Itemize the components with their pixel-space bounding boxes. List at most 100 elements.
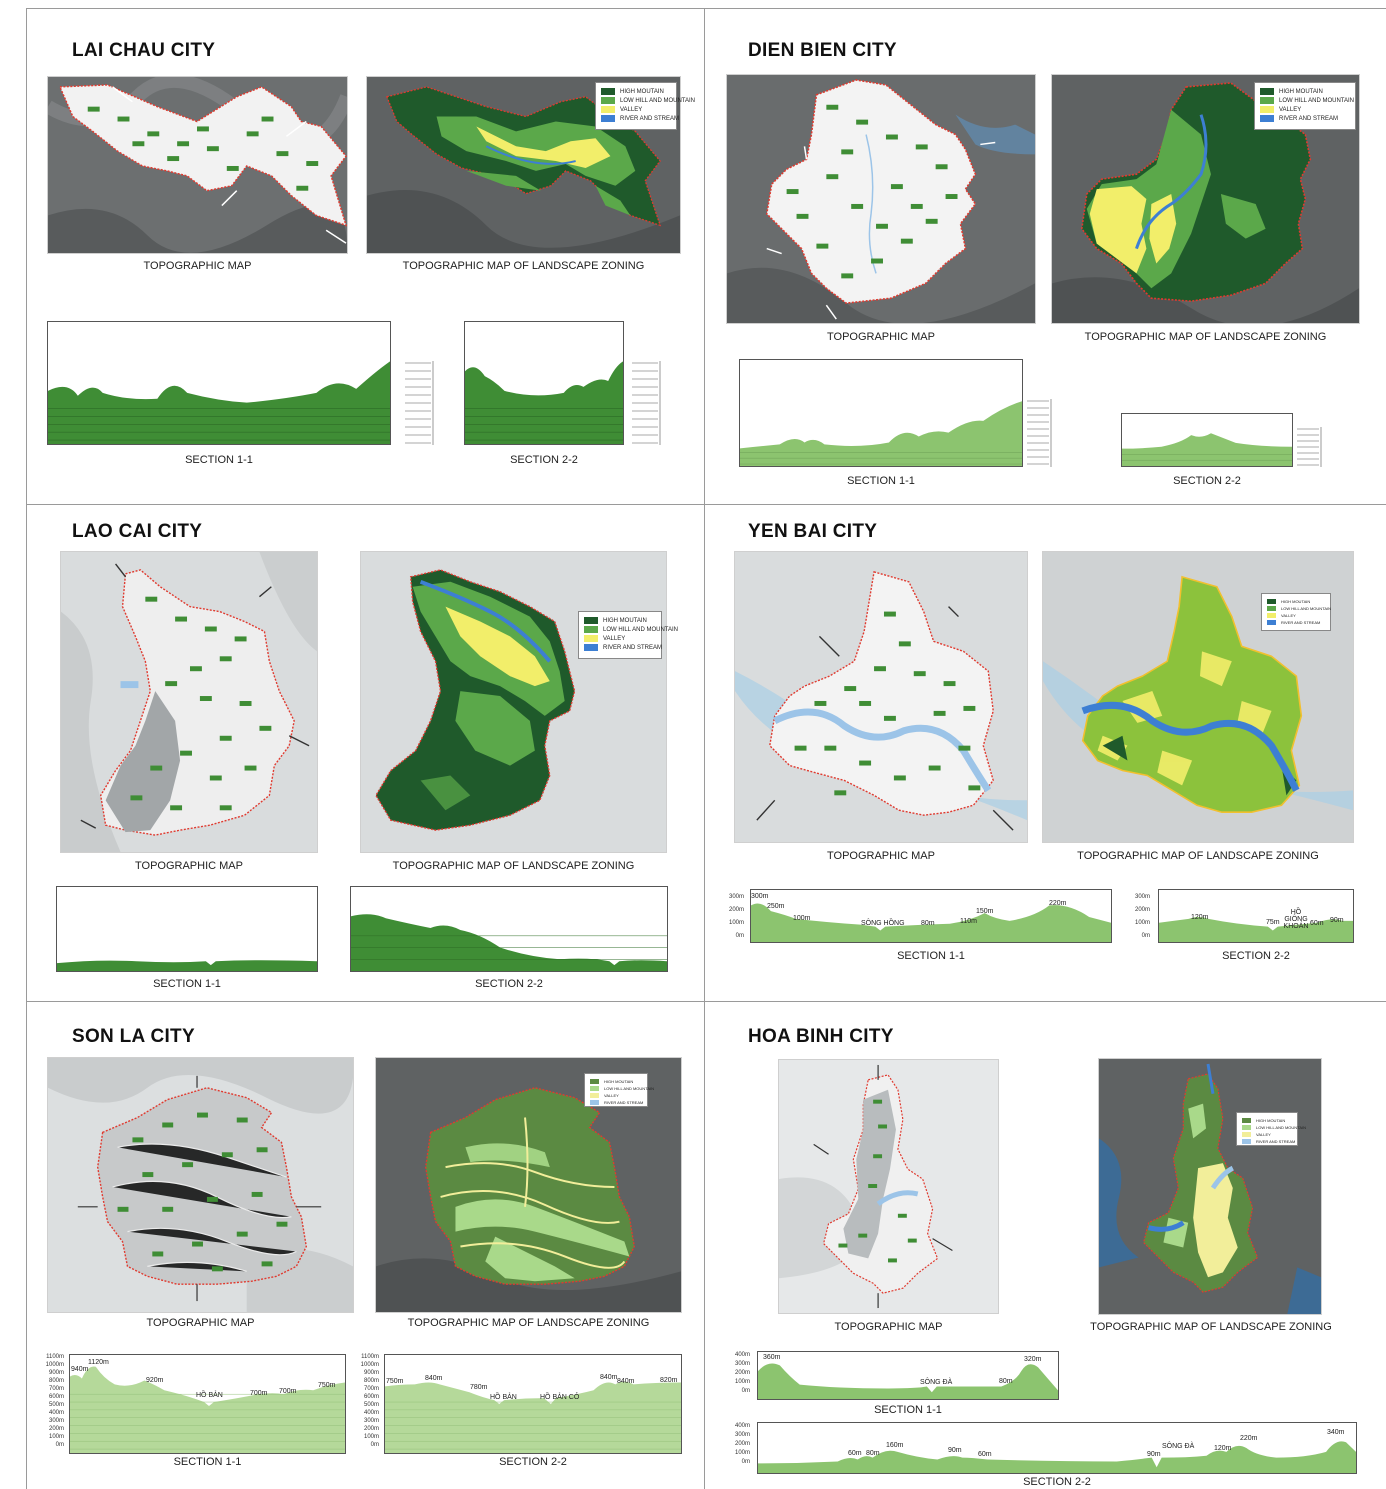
hoa-binh-landscape-zoning-map — [1098, 1058, 1322, 1315]
yen-bai-section-1-1 — [750, 889, 1112, 943]
son-la-section-2-caption: SECTION 2-2 — [499, 1456, 567, 1468]
yen-bai-topographic-caption: TOPOGRAPHIC MAP — [827, 850, 935, 862]
section-label: 700m — [250, 1390, 268, 1397]
lai-chau-section-1-1 — [47, 321, 391, 445]
vertical-divider — [704, 8, 705, 1489]
hoa-binh-topographic-map — [778, 1059, 999, 1314]
legend-item-high-mountain: HIGH MOUTAIN — [1267, 599, 1325, 604]
section-label: 110m — [960, 918, 977, 925]
dien-bien-zoning-caption: TOPOGRAPHIC MAP OF LANDSCAPE ZONING — [1084, 331, 1327, 343]
section-label: 750m — [318, 1382, 336, 1389]
section-label: 100m — [793, 915, 811, 922]
legend-item-low-hill: LOW HILL AND MOUNTAIN — [1242, 1125, 1306, 1130]
section-label: 700m — [279, 1388, 297, 1395]
legend-item-high-mountain: HIGH MOUTAIN — [584, 617, 656, 624]
yen-bai-zoning-caption: TOPOGRAPHIC MAP OF LANDSCAPE ZONING — [1077, 850, 1319, 862]
lai-chau-zoning-caption: TOPOGRAPHIC MAP OF LANDSCAPE ZONING — [402, 260, 645, 272]
legend-item-valley: VALLEY — [590, 1093, 642, 1098]
section-label: 220m — [1240, 1435, 1258, 1442]
lai-chau-section-1-scale — [405, 361, 441, 445]
section-label: 820m — [660, 1377, 678, 1384]
legend-item-high-mountain: HIGH MOUTAIN — [1260, 88, 1350, 95]
yen-bai-zoning-legend: HIGH MOUTAIN LOW HILL AND MOUNTAIN VALLE… — [1261, 593, 1331, 631]
legend-item-river: RIVER AND STREAM — [601, 115, 679, 122]
lai-chau-section-2-scale — [632, 361, 668, 445]
lai-chau-section-2-caption: SECTION 2-2 — [510, 454, 578, 466]
son-la-section-2-scale: 1100m 1000m 900m 800m 700m 600m 500m 400… — [360, 1354, 379, 1448]
yen-bai-section-1-scale: 300m 200m 100m 0m — [728, 894, 744, 939]
section-label: 60m — [848, 1450, 862, 1457]
section-label: HỒ BẢN — [490, 1394, 517, 1401]
lai-chau-topographic-map — [47, 76, 348, 254]
lai-chau-landscape-zoning-map — [366, 76, 681, 254]
section-label: 1120m — [88, 1359, 109, 1366]
legend-item-low-hill: LOW HILL AND MOUNTAIN — [584, 626, 678, 633]
lao-cai-section-1-caption: SECTION 1-1 — [153, 978, 221, 990]
section-label: 80m — [999, 1378, 1013, 1385]
section-label: SÔNG HỒNG — [861, 920, 905, 927]
lai-chau-section-1-caption: SECTION 1-1 — [185, 454, 253, 466]
divider-top — [26, 8, 1386, 9]
legend-item-high-mountain: HIGH MOUTAIN — [601, 88, 671, 95]
dien-bien-section-1-1 — [739, 359, 1023, 467]
section-label: 840m — [425, 1375, 443, 1382]
yen-bai-section-2-scale: 300m 200m 100m 0m — [1134, 894, 1150, 939]
lao-cai-topographic-map — [60, 551, 318, 853]
hoa-binh-section-1-scale: 400m 300m 200m 100m 0m — [734, 1352, 750, 1394]
legend-item-river: RIVER AND STREAM — [590, 1100, 643, 1105]
section-label: SÔNG ĐÀ — [920, 1379, 953, 1386]
legend-item-river: RIVER AND STREAM — [1267, 620, 1325, 625]
yen-bai-section-1-caption: SECTION 1-1 — [897, 950, 965, 962]
son-la-section-1-scale: 1100m 1000m 900m 800m 700m 600m 500m 400… — [45, 1354, 64, 1448]
section-label: 840m — [617, 1378, 635, 1385]
section-label: 80m — [921, 920, 935, 927]
dien-bien-section-1-scale — [1027, 399, 1057, 467]
section-label: 80m — [866, 1450, 880, 1457]
dien-bien-landscape-zoning-map — [1051, 74, 1360, 324]
lao-cai-section-2-2 — [350, 886, 668, 972]
divider-row-1 — [26, 504, 1386, 505]
hoa-binh-section-1-1 — [757, 1351, 1059, 1400]
section-label: 120m — [1191, 914, 1209, 921]
son-la-section-1-caption: SECTION 1-1 — [173, 1456, 242, 1468]
hoa-binh-zoning-caption: TOPOGRAPHIC MAP OF LANDSCAPE ZONING — [1090, 1321, 1332, 1333]
lao-cai-topographic-caption: TOPOGRAPHIC MAP — [135, 860, 243, 872]
legend-item-valley: VALLEY — [601, 106, 671, 113]
legend-item-low-hill: LOW HILL AND MOUNTAIN — [590, 1086, 654, 1091]
yen-bai-section-2-caption: SECTION 2-2 — [1222, 950, 1290, 962]
hoa-binh-section-2-2 — [757, 1422, 1357, 1474]
section-label: 60m — [1310, 920, 1324, 927]
legend-item-valley: VALLEY — [584, 635, 656, 642]
city-title-lao-cai: LAO CAI CITY — [72, 521, 203, 542]
dien-bien-section-2-2 — [1121, 413, 1293, 467]
lao-cai-landscape-zoning-map — [360, 551, 667, 853]
dien-bien-topographic-map — [726, 74, 1036, 324]
section-label: HỒ GIÔNG KHOÁN — [1283, 909, 1309, 930]
hoa-binh-section-1-caption: SECTION 1-1 — [874, 1404, 942, 1416]
section-label: 250m — [767, 903, 785, 910]
city-title-yen-bai: YEN BAI CITY — [748, 521, 878, 542]
legend-item-river: RIVER AND STREAM — [1260, 115, 1350, 122]
city-title-lai-chau: LAI CHAU CITY — [72, 40, 216, 61]
son-la-section-1-1 — [69, 1354, 346, 1454]
hoa-binh-zoning-legend: HIGH MOUTAIN LOW HILL AND MOUNTAIN VALLE… — [1236, 1112, 1306, 1146]
legend-item-valley: VALLEY — [1242, 1132, 1292, 1137]
lao-cai-section-2-caption: SECTION 2-2 — [475, 978, 543, 990]
legend-item-low-hill: LOW HILL AND MOUNTAIN — [601, 97, 695, 104]
city-title-dien-bien: DIEN BIEN CITY — [748, 40, 897, 61]
dien-bien-section-1-caption: SECTION 1-1 — [847, 475, 915, 487]
son-la-topographic-map — [47, 1057, 354, 1313]
son-la-section-2-2 — [384, 1354, 682, 1454]
hoa-binh-topographic-caption: TOPOGRAPHIC MAP — [834, 1321, 943, 1333]
legend-item-high-mountain: HIGH MOUTAIN — [1242, 1118, 1292, 1123]
yen-bai-section-2-2 — [1158, 889, 1354, 943]
section-label: 160m — [886, 1442, 904, 1449]
yen-bai-landscape-zoning-map — [1042, 551, 1354, 843]
section-label: 150m — [976, 908, 994, 915]
dien-bien-zoning-legend: HIGH MOUTAIN LOW HILL AND MOUNTAIN VALLE… — [1254, 82, 1356, 130]
legend-item-high-mountain: HIGH MOUTAIN — [590, 1079, 642, 1084]
section-label: 840m — [600, 1374, 618, 1381]
section-label: 940m — [71, 1366, 89, 1373]
section-label: 60m — [978, 1451, 992, 1458]
